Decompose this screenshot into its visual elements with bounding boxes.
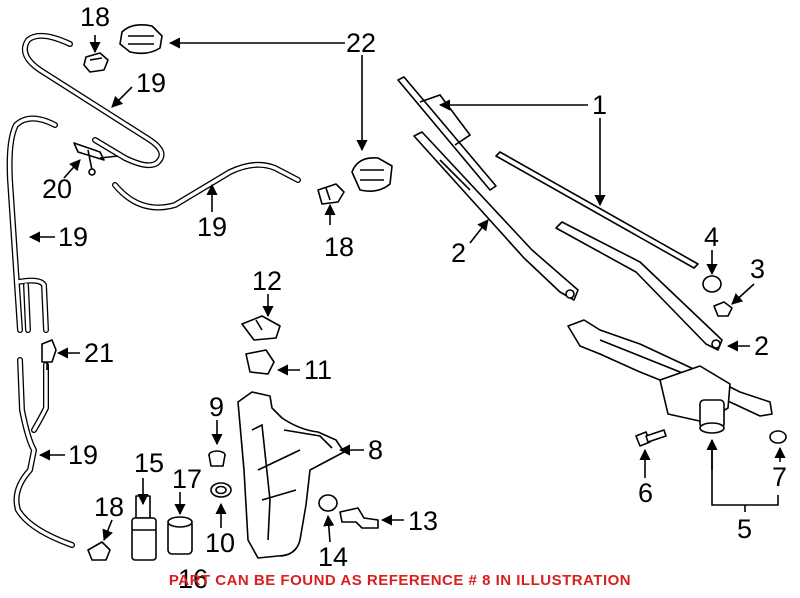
washer-hose-left: [6, 115, 58, 333]
callout-19-middle: 19: [197, 212, 228, 242]
callout-19-lower: 19: [68, 440, 99, 470]
callout-11: 11: [304, 355, 333, 385]
grommet-9: [208, 450, 226, 467]
washer-hose-middle: [112, 161, 301, 211]
grommet-10: [210, 482, 232, 498]
callout-13: 13: [408, 506, 439, 536]
washer-hose-upper: [22, 32, 165, 169]
level-sensor-13: [339, 507, 379, 529]
callout-3: 3: [750, 254, 766, 284]
callout-20: 20: [42, 174, 73, 204]
callout-7: 7: [772, 462, 788, 492]
callout-19-top: 19: [136, 68, 167, 98]
wiper-motor-5: [659, 365, 731, 434]
callout-17: 17: [172, 464, 203, 494]
callout-16: 16: [178, 564, 209, 594]
grommet-7: [769, 430, 787, 444]
washer-reservoir-8: [237, 391, 345, 559]
callout-8: 8: [368, 435, 384, 465]
grommet-11: [245, 349, 275, 375]
callout-21: 21: [84, 338, 115, 368]
washer-pump-15: [131, 495, 157, 561]
callout-10: 10: [205, 528, 236, 558]
bracket-12: [241, 315, 281, 341]
callout-4: 4: [704, 222, 720, 252]
callout-9: 9: [209, 392, 225, 422]
callout-18-right: 18: [324, 232, 355, 262]
callout-18-bottom: 18: [94, 492, 125, 522]
washer-nozzle-22-top: [119, 24, 163, 55]
callout-5: 5: [737, 514, 753, 544]
t-connector-20: [73, 142, 119, 176]
callout-1: 1: [592, 90, 608, 120]
callout-22: 22: [346, 28, 377, 58]
callout-6: 6: [638, 478, 654, 508]
hose-connector-18-top: [83, 52, 109, 73]
reference-note: PART CAN BE FOUND AS REFERENCE # 8 IN IL…: [168, 572, 632, 589]
wiper-arm-2-right: [555, 221, 723, 351]
callout-2-right: 2: [754, 331, 770, 361]
bolt-6: [635, 429, 667, 447]
arm-cap-4: [702, 275, 722, 293]
washer-nozzle-22-right: [351, 156, 393, 192]
arm-nut-3: [713, 301, 733, 317]
check-valve-21: [41, 339, 57, 370]
wiper-blade-1-right: [495, 151, 699, 269]
hose-connector-18-bottom: [87, 541, 111, 561]
hose-connector-18-right: [317, 183, 345, 205]
leader-lines: [28, 35, 786, 543]
wiper-blade-1-left: [397, 76, 497, 191]
washer-hose-lower: [13, 357, 75, 548]
callout-14: 14: [318, 542, 349, 572]
callout-18-top: 18: [80, 2, 111, 32]
callout-19-left: 19: [58, 222, 89, 252]
callout-2-left: 2: [451, 238, 467, 268]
callout-15: 15: [134, 448, 165, 478]
callout-12: 12: [252, 266, 283, 296]
plug-14: [318, 494, 338, 512]
wiper-arm-2-left: [413, 131, 579, 301]
pump-grommet-17: [167, 516, 193, 555]
